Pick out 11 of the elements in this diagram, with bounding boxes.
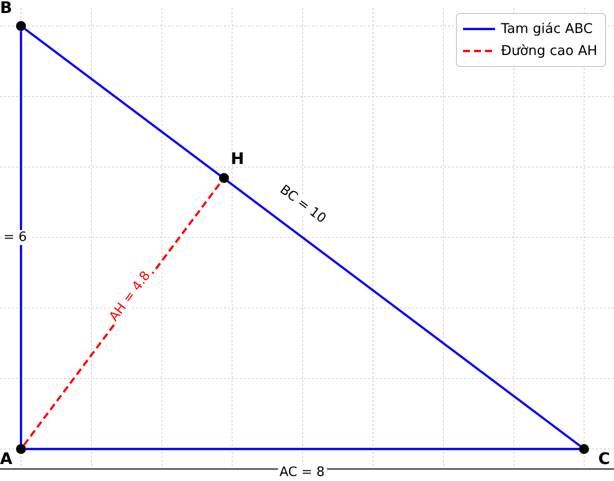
vertex-label: H: [230, 151, 244, 168]
triangle-side: [26, 448, 580, 450]
legend-label: Đường cao AH: [501, 43, 598, 59]
vertex-label: A: [0, 451, 12, 467]
triangle-side: [24, 28, 581, 447]
legend-label: Tam giác ABC: [501, 21, 593, 37]
edge-label: = 6: [2, 230, 29, 244]
triangle-side: [20, 31, 22, 444]
edge-label: AC = 8: [278, 464, 327, 480]
vertex-label: C: [598, 451, 610, 467]
vertex-label: B: [0, 0, 12, 16]
